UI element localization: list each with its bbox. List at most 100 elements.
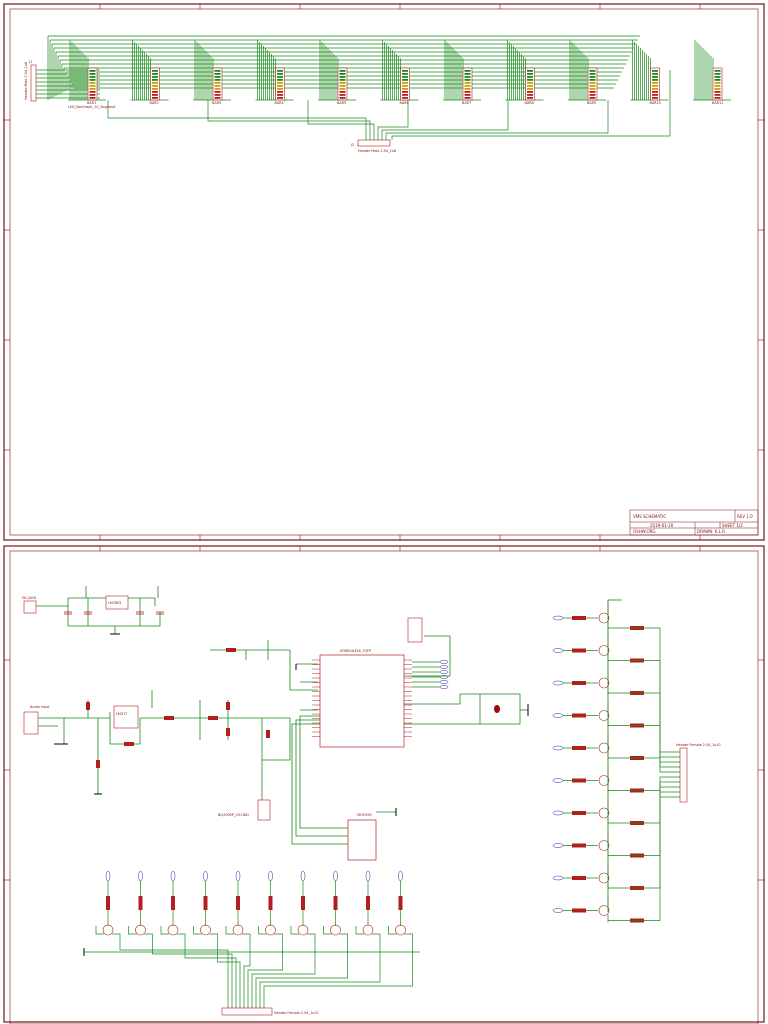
led-segment [589,79,596,81]
header-wire [112,933,229,1008]
led-bar: BAR2 [150,67,160,105]
led-segment [652,73,658,75]
header-wire [209,933,241,1008]
transistor-symbol [200,924,211,936]
title-block-company: OSHW.ORG [633,529,656,534]
led-segment [277,79,283,81]
header-wire [608,796,680,921]
led-segment [527,94,533,96]
emitter-wire [225,926,234,935]
led-segment [152,79,158,81]
led-segment [652,91,658,93]
led-segment [714,79,721,81]
emitter-wire [160,926,169,935]
net-label-flag [398,870,403,882]
base-resistor [572,843,586,848]
net-label-flag [333,870,338,882]
led-segment [589,88,596,90]
led-segment [402,91,408,93]
led-segment [714,70,721,72]
audio-input-section: Audio input LM317 BLJ2005P_23-HDD [23,640,318,821]
led-segment [152,94,158,96]
led-bar: BAR6 [400,67,410,105]
transistor-symbol [598,742,610,754]
led-segment [152,76,158,78]
net-label-flag [439,680,449,684]
led-segment [277,94,283,96]
led-segment [527,76,533,78]
connector-j2-value: Header Male 2.54_1x8 [358,149,396,153]
led-segment [339,88,346,90]
led-segment [714,82,721,84]
base-resistor [572,648,586,653]
header-wire [608,791,680,889]
base-resistor [572,616,586,620]
base-resistor [572,746,586,750]
header-bottom: Header Female 2.54_1x10 [221,1007,318,1016]
led-segment [464,88,471,90]
net-label-flag [552,648,564,653]
sheet-1-inner-border [9,8,759,536]
net-label-flag [552,680,564,686]
led-segment [714,91,721,93]
led-segment [152,85,158,87]
header-wire [242,933,251,1008]
led-segment [589,82,596,84]
transistor-symbol [395,924,406,936]
shift-register-value: 74HC595 [356,813,372,817]
led-segment [152,73,158,75]
led-segment [277,88,283,90]
led-segment [89,79,96,81]
led-segment [402,79,408,81]
led-bar-label: BAR1 [87,101,96,105]
base-resistor [203,896,208,910]
shift-register-u5: 74HC595 [291,715,397,861]
header-wire [259,933,381,1008]
regulator-u1 [105,595,129,610]
transistor-symbol [598,840,610,851]
base-resistor [572,908,586,913]
emitter-wire [355,926,364,935]
header-wire [263,933,413,1008]
led-bar: BAR8 [525,67,535,105]
sheet-2: LM7805 DC-JACK [3,545,765,1024]
led-segment [339,94,346,96]
led-segment [214,76,221,78]
led-segment [277,97,283,99]
led-segment [402,88,408,90]
return-wire [307,100,375,140]
net-label-flag [439,665,449,669]
led-segment [402,97,408,99]
led-segment [652,82,658,84]
led-segment [402,85,408,87]
connector-j2-ref: J2 [350,143,354,147]
sheet-1-border-ticks [4,4,764,540]
led-segment [339,82,346,84]
power-supply-section: LM7805 DC-JACK [22,586,164,635]
led-segment [214,91,221,93]
led-segment [589,91,596,93]
led-segment [89,76,96,78]
led-bar-body [712,67,723,101]
led-segment [277,91,283,93]
connector-j2: J2 Header Male 2.54_1x8 [350,139,396,153]
led-segment [89,73,96,75]
diode-pair-u4 [257,799,271,821]
led-segment [464,97,471,99]
emitter-wire [388,926,397,935]
led-bar: BAR10 [650,67,661,105]
led-segment [214,97,221,99]
return-wire [107,100,367,140]
sheet-2-outer-border [3,545,765,1023]
led-bar-label: BAR4 [275,101,284,105]
led-bar-body [400,67,410,101]
audio-input-label: Audio input [30,705,50,709]
microcontroller-pins [312,659,449,737]
led-bar-label: BAR10 [650,101,661,105]
header-wire [608,776,680,791]
net-label-flag [552,810,564,816]
base-resistor [572,681,586,685]
led-segment [527,88,533,90]
opamp-u2-value: LM317 [116,712,127,716]
led-segment [527,73,533,75]
